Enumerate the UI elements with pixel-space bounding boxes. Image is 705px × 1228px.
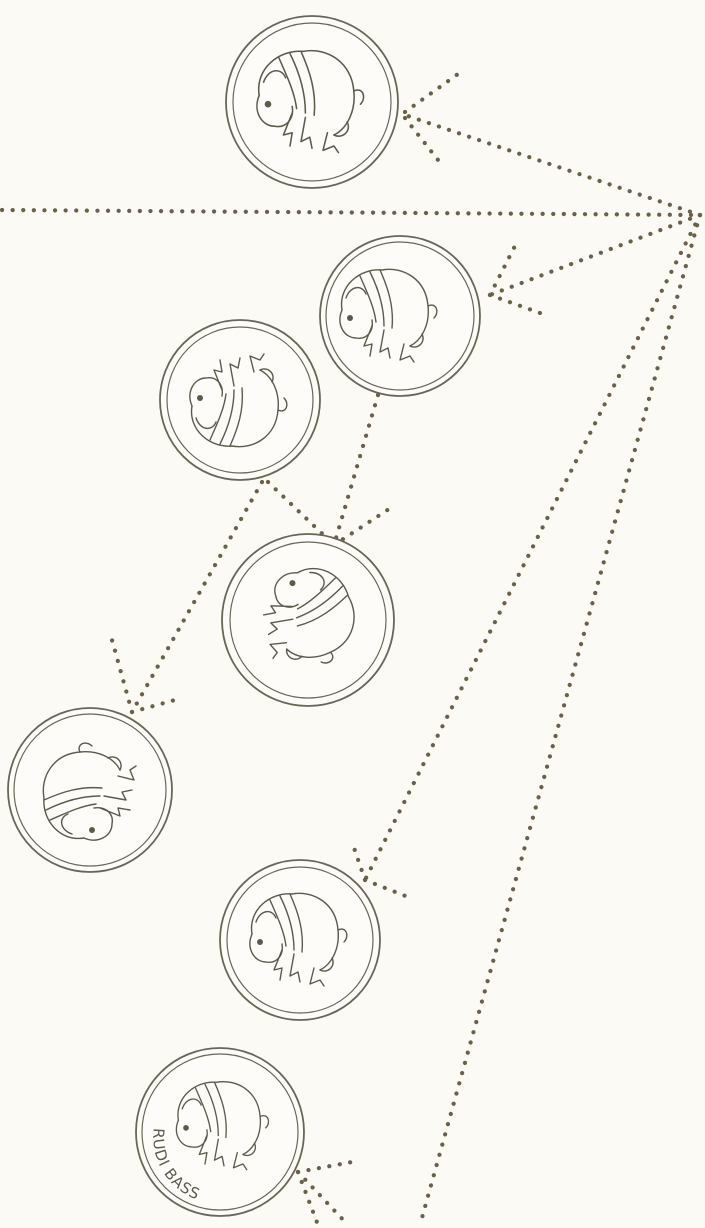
connector-coin-6-ray-up <box>352 842 365 880</box>
coin-4 <box>222 534 394 706</box>
coin-2 <box>320 236 480 396</box>
coin-5 <box>8 708 172 872</box>
connector-coin-2-ray-down <box>490 295 540 313</box>
connector-coin-5-ray-up <box>112 640 132 712</box>
connector-coin-5-ray-right <box>132 698 182 712</box>
connector-apex-to-coin-2 <box>490 215 700 295</box>
connector-horizontal <box>2 210 700 215</box>
connector-coin-1-ray-down <box>405 118 442 165</box>
coin-3 <box>160 320 320 480</box>
connector-coin-1-ray-up <box>405 74 458 112</box>
coin-7: RUDI BASS <box>136 1048 304 1216</box>
coin-1 <box>226 16 398 188</box>
connector-apex-to-coin-1 <box>405 115 700 215</box>
coin-6 <box>220 860 380 1020</box>
connector-coin-6-ray-down <box>365 880 408 897</box>
connector-coin-7-ray-2 <box>298 1172 348 1225</box>
connector-coin-7-ray-1 <box>298 1162 352 1172</box>
connector-coin-7-ray-3 <box>298 1172 318 1225</box>
connector-coin-4-ray <box>334 507 392 545</box>
